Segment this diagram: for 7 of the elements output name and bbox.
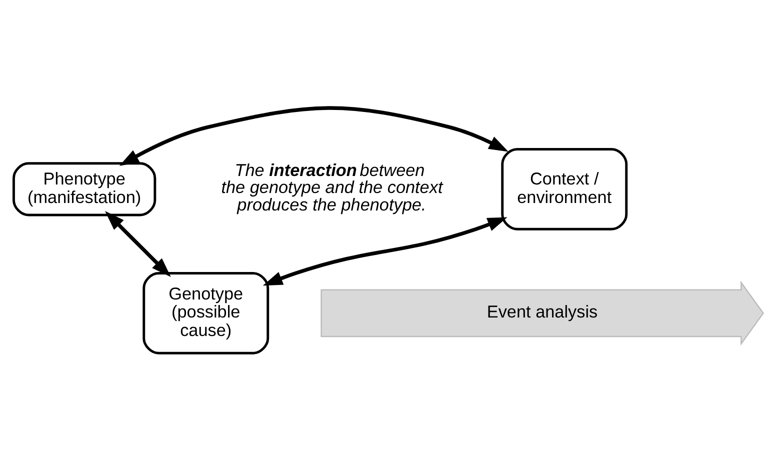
label: The interaction between the genotype and the context produces the phenotype. [221,160,443,214]
arrow [104,211,171,277]
node-box: Context / environment [501,148,628,230]
node-box: Phenotype (manifestation) [12,162,156,216]
arrow [262,217,508,286]
arrow [119,106,508,166]
node-box: Genotype (possible cause) [142,272,270,354]
